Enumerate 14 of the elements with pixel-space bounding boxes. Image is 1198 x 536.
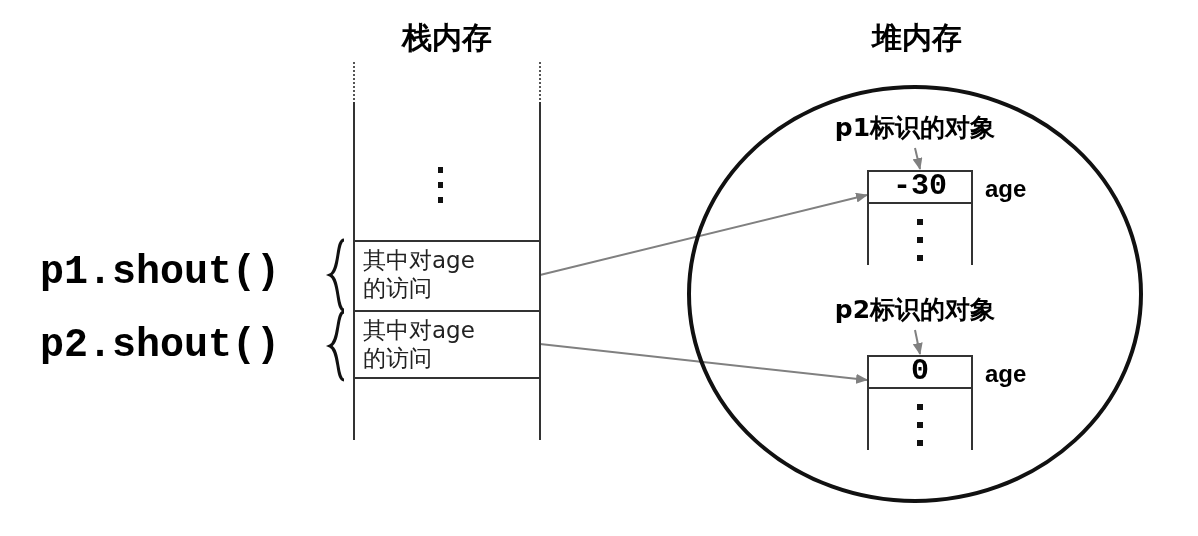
- arrow: [912, 147, 923, 170]
- field-name: age: [985, 359, 1027, 388]
- stack-frame-cell: 其中对age的访问: [353, 240, 540, 310]
- method-call-label: p1.shout(): [40, 250, 281, 295]
- arrow: [539, 343, 868, 384]
- stack-frame-cell: 其中对age的访问: [353, 310, 540, 378]
- object-heading: p2标识的对象: [795, 292, 1035, 328]
- method-call-label: p2.shout(): [40, 323, 281, 368]
- object-heading: p1标识的对象: [795, 110, 1035, 146]
- column-heading: 堆内存: [870, 20, 963, 56]
- arrow: [539, 192, 868, 276]
- field-name: age: [985, 174, 1027, 203]
- arrow: [912, 329, 923, 355]
- column-heading: 栈内存: [400, 20, 493, 56]
